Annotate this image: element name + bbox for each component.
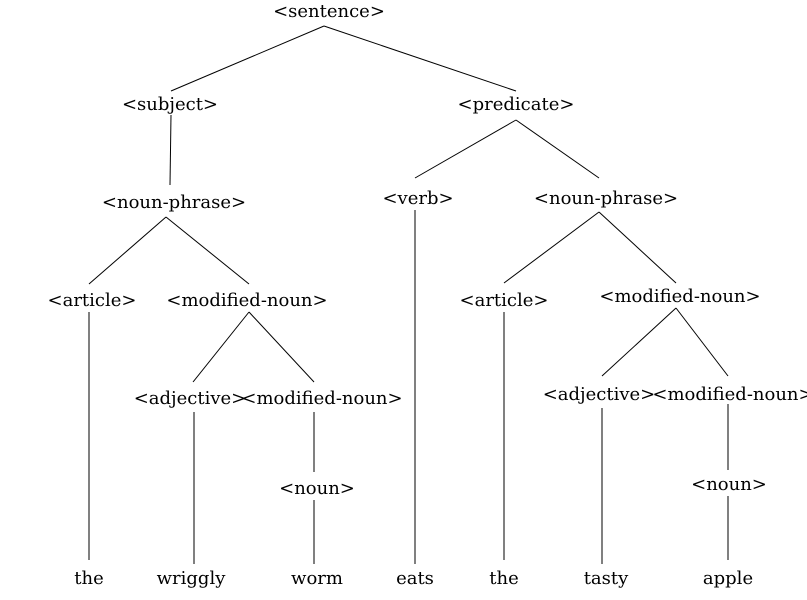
node-modified-noun-subject-inner: <modified-noun> bbox=[241, 388, 402, 409]
edge-modified-noun-adjective bbox=[192, 311, 250, 383]
leaf-wriggly: wriggly bbox=[157, 568, 227, 589]
leaf-apple: apple bbox=[703, 568, 753, 589]
node-noun-phrase-object: <noun-phrase> bbox=[534, 188, 678, 209]
leaf-the-2: the bbox=[489, 568, 518, 589]
edge-predicate-noun-phrase bbox=[515, 119, 600, 179]
edge-modified-noun-modified-noun-2 bbox=[675, 307, 729, 377]
node-adjective-object: <adjective> bbox=[543, 384, 656, 405]
node-article-object: <article> bbox=[460, 290, 549, 311]
node-noun-subject: <noun> bbox=[279, 478, 355, 499]
node-verb: <verb> bbox=[382, 188, 453, 209]
leaf-eats: eats bbox=[396, 568, 434, 589]
leaf-the: the bbox=[74, 568, 103, 589]
tree-leaves: the wriggly worm eats the tasty apple bbox=[74, 568, 753, 589]
edge-modified-noun-adjective-2 bbox=[601, 307, 677, 377]
edge-subject-noun-phrase bbox=[169, 114, 172, 186]
node-noun-phrase-subject: <noun-phrase> bbox=[102, 192, 246, 213]
leaf-tasty: tasty bbox=[584, 568, 629, 589]
node-subject: <subject> bbox=[122, 94, 218, 115]
tree-nodes: <sentence> <subject> <predicate> <noun-p… bbox=[48, 1, 807, 499]
edge-modified-noun-modified-noun bbox=[248, 311, 315, 383]
edge-noun-phrase-modified-noun-2 bbox=[598, 211, 677, 284]
edge-noun-phrase-modified-noun bbox=[165, 216, 250, 285]
edge-noun-phrase-article bbox=[88, 216, 167, 285]
edge-predicate-verb bbox=[414, 119, 517, 179]
tree-edges bbox=[88, 25, 729, 564]
edge-sentence-predicate bbox=[323, 25, 517, 92]
node-modified-noun-object-inner: <modified-noun> bbox=[652, 384, 807, 405]
node-noun-object: <noun> bbox=[691, 474, 767, 495]
node-modified-noun-subject: <modified-noun> bbox=[166, 290, 327, 311]
node-article-subject: <article> bbox=[48, 290, 137, 311]
leaf-worm: worm bbox=[291, 568, 343, 589]
node-adjective-subject: <adjective> bbox=[134, 388, 247, 409]
edge-sentence-subject bbox=[170, 25, 325, 92]
node-sentence: <sentence> bbox=[273, 1, 385, 22]
node-modified-noun-object: <modified-noun> bbox=[599, 286, 760, 307]
edge-noun-phrase-article-2 bbox=[503, 211, 600, 284]
node-predicate: <predicate> bbox=[458, 94, 575, 115]
